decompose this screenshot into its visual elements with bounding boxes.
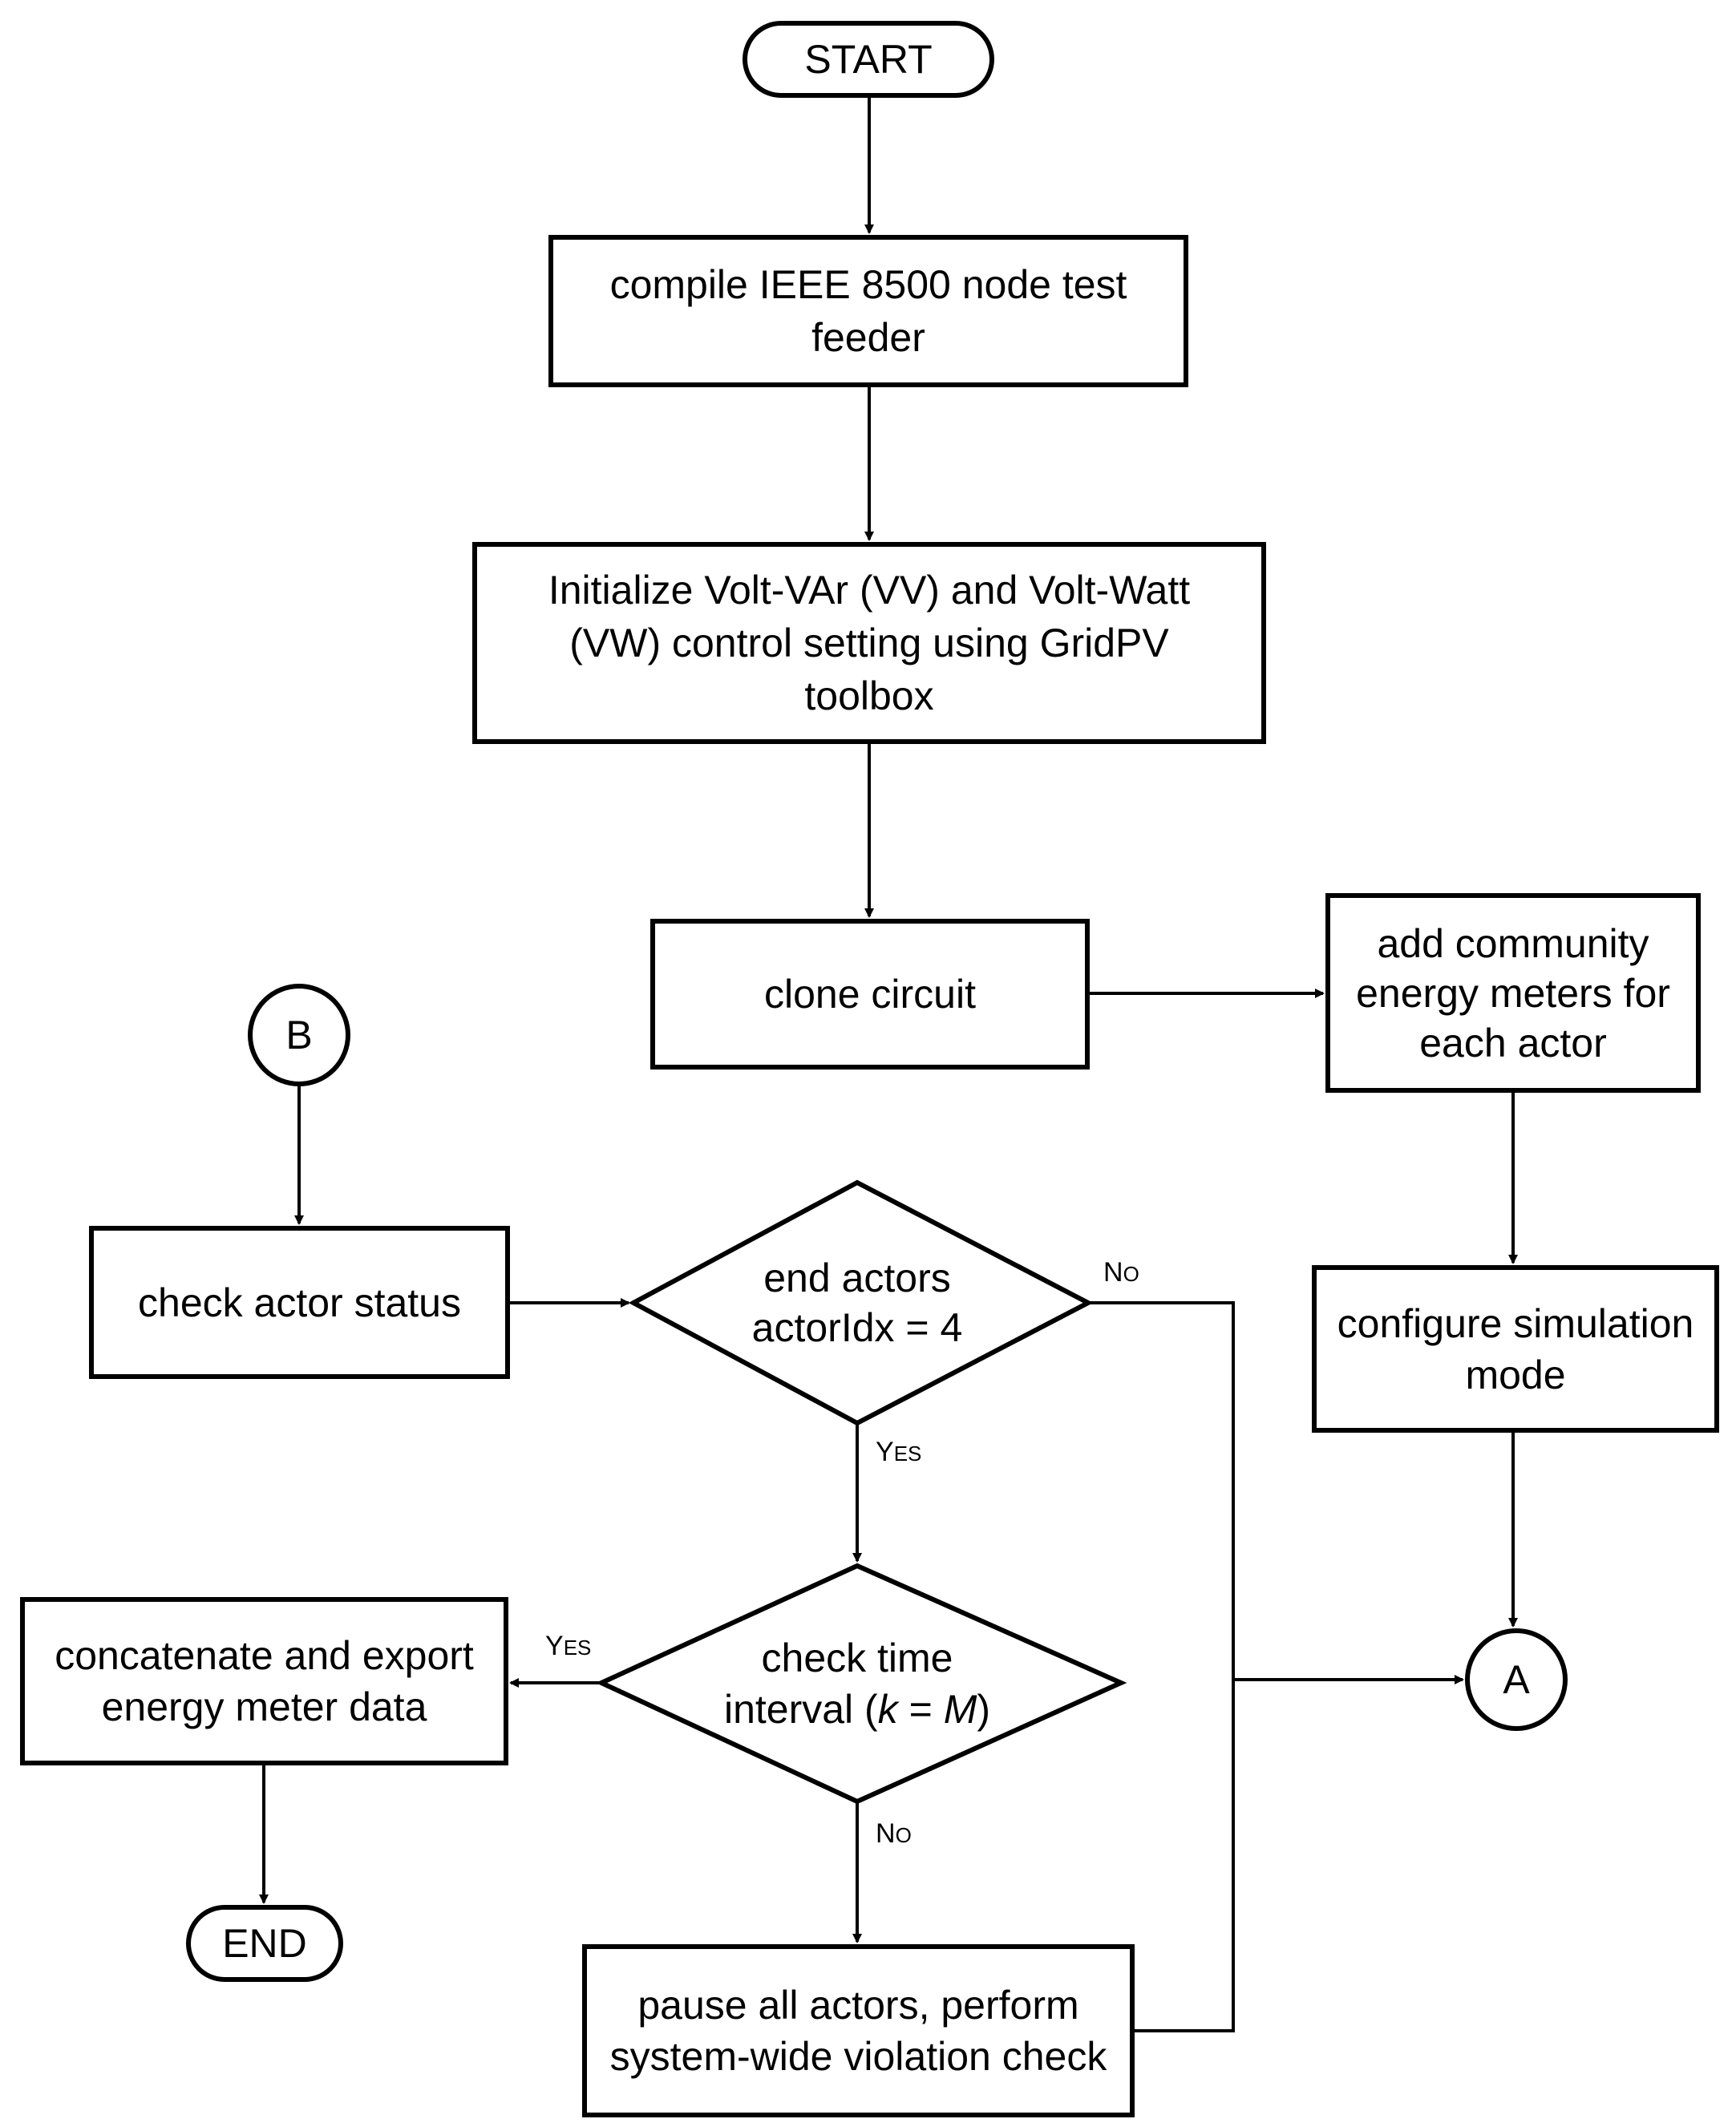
check-time-no-label: NO	[876, 1818, 912, 1849]
end-actors-line1: end actors	[763, 1256, 951, 1300]
end-actors-label: end actors actorIdx = 4	[682, 1251, 1033, 1355]
connector-b-label: B	[285, 1013, 313, 1057]
configure-box	[1312, 1265, 1719, 1433]
check-time-yes-label: YES	[545, 1631, 592, 1661]
connector-a-circle	[1465, 1628, 1568, 1731]
check-time-line2: interval (k = M)	[723, 1687, 991, 1732]
compile-label: compile IEEE 8500 node test feeder	[609, 262, 1127, 360]
concatenate-label: concatenate and export energy meter data	[55, 1633, 474, 1729]
initialize-label: Initialize Volt-VAr (VV) and Volt-Watt (…	[548, 568, 1191, 718]
check-time-label: check time interval (k = M)	[666, 1632, 1049, 1736]
clone-label: clone circuit	[764, 972, 976, 1017]
end-terminal	[186, 1905, 343, 1982]
end-actors-yes-label: YES	[876, 1437, 922, 1467]
end-label: END	[222, 1921, 307, 1966]
connector-a-label: A	[1503, 1657, 1530, 1702]
add-meters-label: add community energy meters for each act…	[1356, 920, 1670, 1066]
pause-label: pause all actors, perform system-wide vi…	[609, 1983, 1107, 2079]
end-actors-line2: actorIdx = 4	[751, 1305, 963, 1350]
configure-label: configure simulation mode	[1337, 1300, 1694, 1397]
check-status-label: check actor status	[138, 1280, 461, 1325]
end-actors-no-label: NO	[1103, 1257, 1139, 1288]
start-label: START	[804, 37, 933, 82]
check-time-line1: check time	[761, 1636, 953, 1680]
edge-pause-loop	[1132, 1680, 1235, 2032]
edge-endactors-no	[1088, 1301, 1235, 1680]
